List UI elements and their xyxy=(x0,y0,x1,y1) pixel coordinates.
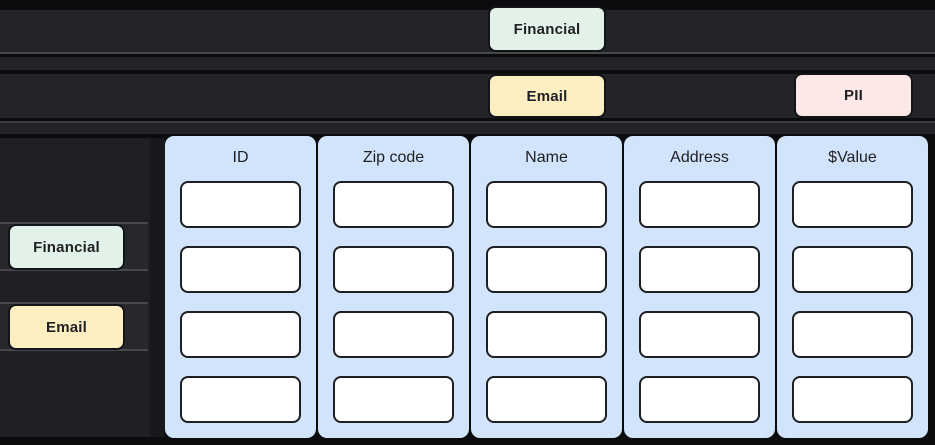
table-cell xyxy=(333,311,454,358)
column-header-value: $Value xyxy=(828,149,877,166)
band-divider-1 xyxy=(0,52,935,54)
column-header-address: Address xyxy=(670,149,729,166)
table-cell xyxy=(792,181,913,228)
table-cell xyxy=(792,246,913,293)
table-cell xyxy=(180,311,301,358)
tag-pii-top[interactable]: PII xyxy=(794,73,913,118)
column-header-zip-code: Zip code xyxy=(362,149,425,166)
table-cell xyxy=(486,181,607,228)
top-band-3 xyxy=(0,74,935,118)
column-zip-code: Zip code xyxy=(318,136,469,438)
top-band-2 xyxy=(0,57,935,70)
tag-email-top[interactable]: Email xyxy=(488,74,606,118)
tag-financial-sidebar[interactable]: Financial xyxy=(8,224,125,270)
column-header-id: ID xyxy=(232,149,249,166)
table-cell xyxy=(639,311,760,358)
table-cell xyxy=(333,181,454,228)
tag-email-sidebar[interactable]: Email xyxy=(8,304,125,350)
band-divider-2 xyxy=(0,121,935,123)
column-id: ID xyxy=(165,136,316,438)
table-cell xyxy=(180,181,301,228)
table-cell xyxy=(486,376,607,423)
table-cell xyxy=(486,246,607,293)
column-header-name: Name xyxy=(525,149,568,166)
column-address: Address xyxy=(624,136,775,438)
table-cell xyxy=(333,246,454,293)
sidebar-gap xyxy=(150,138,165,437)
column-name: Name xyxy=(471,136,622,438)
table-cell xyxy=(333,376,454,423)
top-band-4 xyxy=(0,123,935,134)
table-cell xyxy=(639,376,760,423)
table-cell xyxy=(180,246,301,293)
table-cell xyxy=(639,181,760,228)
table-cell xyxy=(180,376,301,423)
tag-financial-top[interactable]: Financial xyxy=(488,6,606,52)
table-cell xyxy=(486,311,607,358)
table-cell xyxy=(792,311,913,358)
table-cell xyxy=(792,376,913,423)
sidebar xyxy=(0,138,150,437)
top-band-1 xyxy=(0,10,935,52)
table-cell xyxy=(639,246,760,293)
column-value: $Value xyxy=(777,136,928,438)
